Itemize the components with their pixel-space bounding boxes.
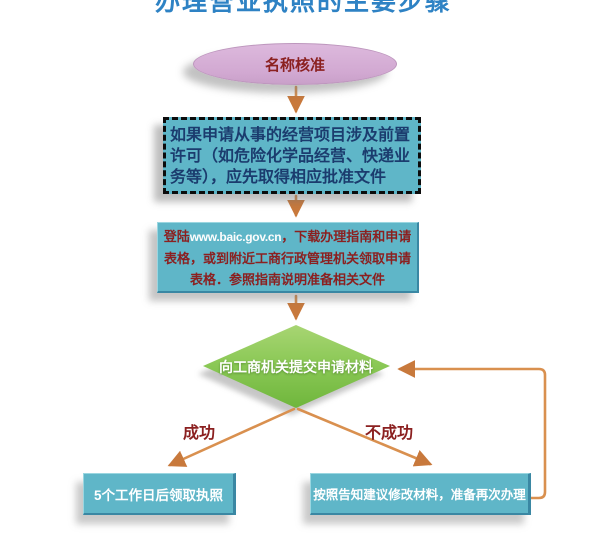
edge-label-fail: 不成功 — [365, 425, 414, 442]
fail-result-label: 按照告知建议修改材料，准备再次办理 — [313, 488, 526, 502]
prepare-text-prefix: 登陆 — [163, 229, 190, 244]
success-result-box: 5个工作日后领取执照 — [83, 473, 236, 515]
start-node: 名称核准 — [193, 43, 397, 85]
precondition-text: 如果申请从事的经营项目涉及前置许可（如危险化学品经营、快递业务等），应先取得相应… — [170, 127, 411, 186]
decision-label: 向工商机关提交申请材料 — [219, 359, 373, 375]
prepare-text-line2: 表格，或到附近工商行政管理机关领取申请 — [163, 251, 411, 266]
fail-result-box: 按照告知建议修改材料，准备再次办理 — [310, 473, 531, 515]
page-title: 办理营业执照的主要步骤 — [154, 0, 452, 16]
prepare-text-line1-rest: ，下载办理指南和申请 — [281, 229, 412, 244]
prepare-box: 登陆www.baic.gov.cn，下载办理指南和申请 表格，或到附近工商行政管… — [157, 222, 419, 293]
precondition-box: 如果申请从事的经营项目涉及前置许可（如危险化学品经营、快递业务等），应先取得相应… — [163, 117, 421, 194]
start-node-label: 名称核准 — [264, 56, 325, 74]
success-result-label: 5个工作日后领取执照 — [93, 487, 223, 503]
prepare-text-line3: 表格．参照指南说明准备相关文件 — [189, 272, 385, 287]
baic-url-text: www.baic.gov.cn — [189, 230, 282, 244]
edge-label-success: 成功 — [183, 425, 216, 442]
